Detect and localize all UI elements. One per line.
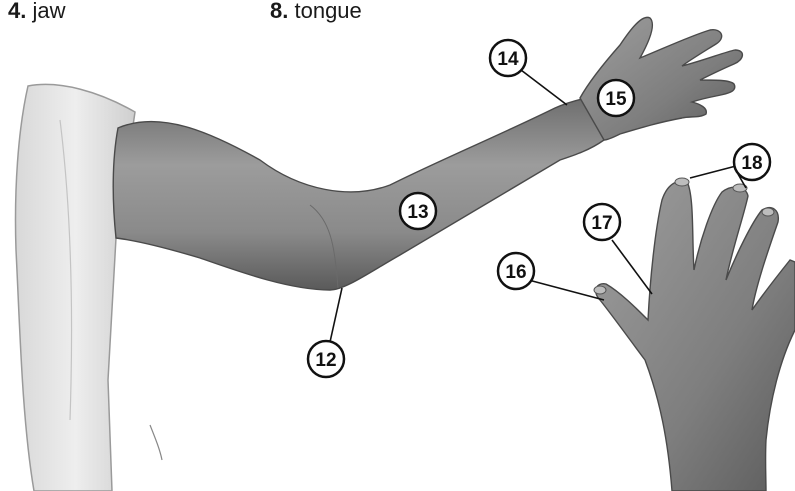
callout-17-label: 17 [591,213,612,234]
callout-16-label: 16 [505,262,526,283]
leader-12 [330,288,342,342]
callout-15: 15 [598,80,634,116]
callout-18-label: 18 [741,153,762,174]
leader-16 [521,278,604,300]
callout-13-label: 13 [407,202,428,223]
callout-16: 16 [498,253,534,289]
callout-17: 17 [584,204,620,240]
callout-18: 18 [734,144,770,180]
open-hand [580,17,742,140]
callout-14-label: 14 [497,49,519,70]
callout-13: 13 [400,193,436,229]
leader-14 [521,70,567,105]
leader-17 [612,240,652,294]
callout-15-label: 15 [605,89,627,110]
callout-12-label: 12 [315,350,336,371]
leader-18-a [690,166,736,178]
raised-hand [594,178,795,491]
callout-12: 12 [308,341,344,377]
callout-14: 14 [490,40,526,76]
